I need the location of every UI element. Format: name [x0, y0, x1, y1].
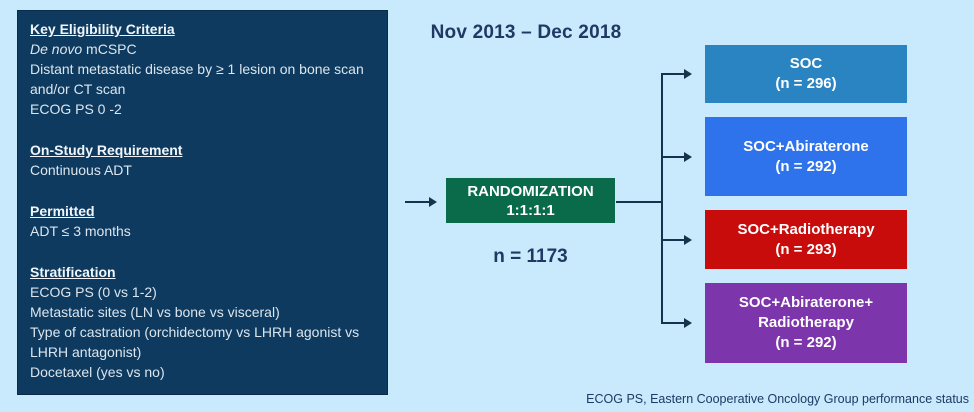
arm-box-soc-abiraterone-radiotherapy: SOC+Abiraterone+ Radiotherapy (n = 292): [705, 283, 907, 363]
total-n-label: n = 1173: [493, 246, 568, 267]
connector-line: [661, 73, 684, 75]
arm-label: SOC+Abiraterone+: [738, 294, 874, 311]
section-header: Stratification: [30, 264, 116, 280]
arrow-right-icon: [684, 235, 692, 245]
criteria-line: Docetaxel (yes vs no): [30, 364, 165, 380]
branch-trunk-line: [661, 73, 663, 324]
arm-box-soc-abiraterone: SOC+Abiraterone (n = 292): [705, 117, 907, 196]
arm-n: (n = 296): [775, 75, 837, 92]
criteria-line: ECOG PS (0 vs 1-2): [30, 284, 157, 300]
section-stratification: Stratification ECOG PS (0 vs 1-2) Metast…: [30, 262, 375, 382]
arm-n: (n = 292): [775, 157, 837, 175]
criteria-line: Continuous ADT: [30, 162, 132, 178]
connector-line: [405, 201, 429, 203]
section-header: Permitted: [30, 203, 95, 219]
criteria-line: Type of castration (orchidectomy vs LHRH…: [30, 324, 360, 340]
arrow-right-icon: [429, 197, 437, 207]
randomization-title: RANDOMIZATION: [467, 182, 594, 200]
arm-label-line2: Radiotherapy: [758, 314, 854, 331]
criteria-line: LHRH antagonist): [30, 344, 142, 360]
randomization-box: RANDOMIZATION 1:1:1:1: [446, 178, 615, 223]
randomization-ratio: 1:1:1:1: [506, 201, 555, 219]
eligibility-criteria-box: Key Eligibility Criteria De novo mCSPC D…: [17, 10, 388, 395]
de-novo-rest: mCSPC: [82, 41, 137, 57]
arm-label: SOC+Abiraterone: [743, 137, 869, 155]
arm-box-soc: SOC (n = 296): [705, 45, 907, 103]
arm-box-soc-radiotherapy: SOC+Radiotherapy (n = 293): [705, 210, 907, 269]
criteria-line: ECOG PS 0 -2: [30, 101, 122, 117]
criteria-line: Metastatic sites (LN vs bone vs visceral…: [30, 304, 280, 320]
section-permitted: Permitted ADT ≤ 3 months: [30, 201, 375, 241]
arm-label: SOC: [789, 55, 823, 72]
connector-line: [661, 156, 684, 158]
connector-line: [661, 322, 684, 324]
arrow-right-icon: [684, 318, 692, 328]
section-key-eligibility: Key Eligibility Criteria De novo mCSPC D…: [30, 19, 375, 119]
criteria-line: and/or CT scan: [30, 81, 126, 97]
arrow-right-icon: [684, 69, 692, 79]
footnote-abbreviation: ECOG PS, Eastern Cooperative Oncology Gr…: [586, 392, 969, 406]
criteria-line: Distant metastatic disease by ≥ 1 lesion…: [30, 61, 364, 77]
connector-line: [616, 201, 662, 203]
section-on-study-requirement: On-Study Requirement Continuous ADT: [30, 140, 375, 180]
connector-line: [661, 239, 684, 241]
study-period-title: Nov 2013 – Dec 2018: [430, 22, 622, 43]
arm-n: (n = 293): [775, 240, 837, 258]
arrow-right-icon: [684, 152, 692, 162]
arm-n: (n = 292): [775, 334, 837, 351]
arm-label: SOC+Radiotherapy: [737, 220, 875, 238]
section-header: On-Study Requirement: [30, 142, 183, 158]
section-header: Key Eligibility Criteria: [30, 21, 175, 37]
criteria-line: De novo mCSPC: [30, 39, 375, 59]
criteria-line: ADT ≤ 3 months: [30, 223, 131, 239]
de-novo-italic: De novo: [30, 41, 83, 57]
